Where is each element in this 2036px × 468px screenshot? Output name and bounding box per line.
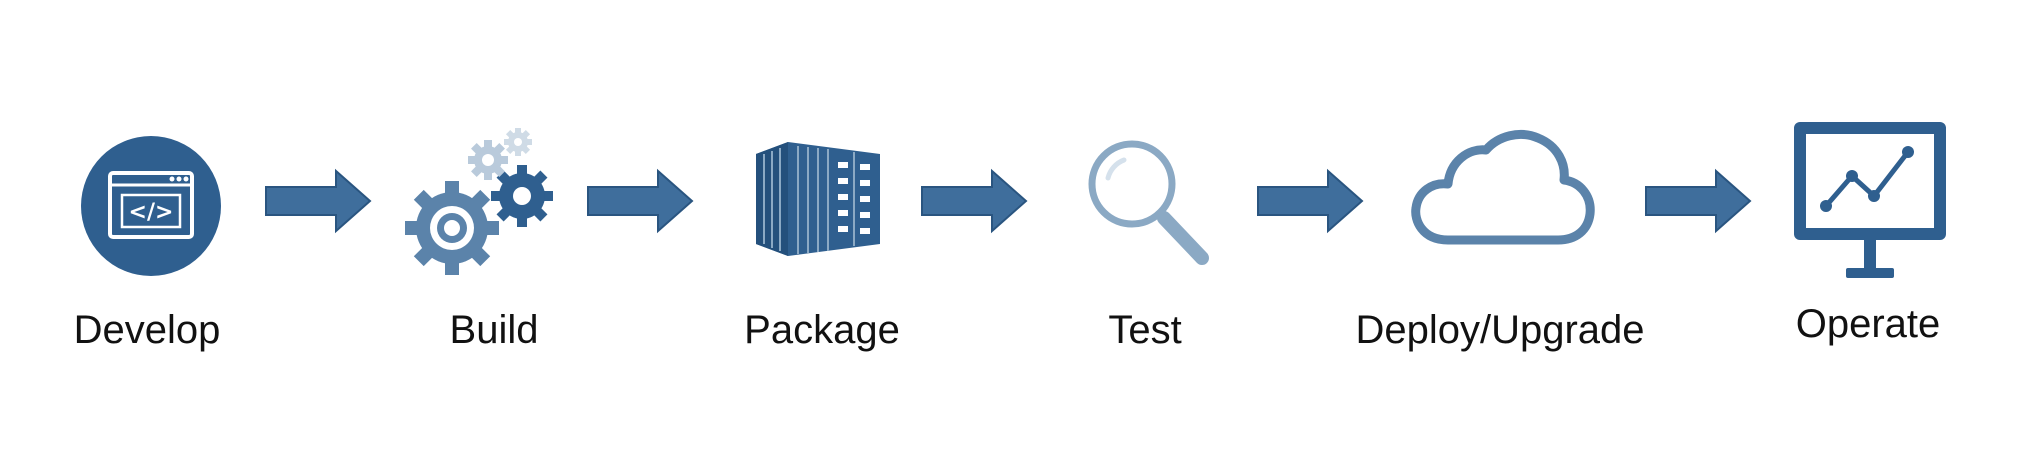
- arrow-icon: [1257, 168, 1364, 234]
- stage-label-package: Package: [744, 308, 900, 352]
- cloud-icon: [1411, 130, 1595, 245]
- gears-icon: [405, 128, 553, 275]
- arrow-icon: [921, 168, 1028, 234]
- arrow-icon: [1645, 168, 1752, 234]
- monitor-chart-icon: [1794, 122, 1946, 278]
- code-window-icon: </>: [81, 136, 221, 276]
- code-symbol-text: </>: [129, 200, 174, 225]
- magnifier-icon: [1088, 140, 1209, 265]
- arrow-icon: [587, 168, 694, 234]
- container-icon: [756, 142, 880, 256]
- stage-label-develop: Develop: [73, 308, 221, 352]
- stage-label-build: Build: [449, 308, 539, 352]
- stage-label-operate: Operate: [1795, 302, 1941, 346]
- stage-label-test: Test: [1108, 308, 1182, 352]
- stage-label-deploy: Deploy/Upgrade: [1355, 308, 1645, 352]
- arrow-icon: [265, 168, 372, 234]
